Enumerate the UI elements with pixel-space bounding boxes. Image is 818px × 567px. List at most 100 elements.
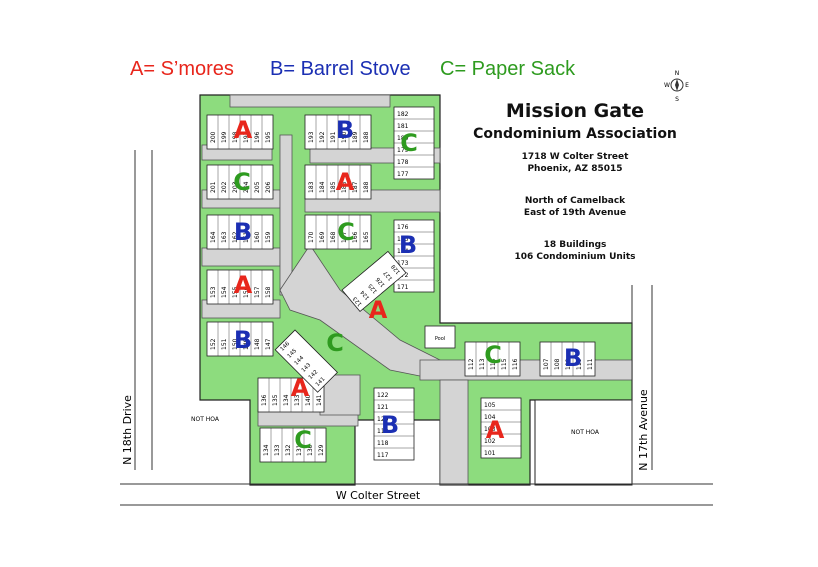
marker-c: C [484,341,502,369]
unit-number: 171 [397,284,409,291]
marker-b: B [381,411,399,439]
compass-e: E [685,82,689,89]
unit-number: 164 [210,231,217,243]
unit-number: 184 [319,181,326,193]
road-segment [419,359,633,381]
marker-b: B [564,344,582,372]
marker-a: A [234,271,253,299]
location-line-1: North of Camelback [524,196,626,206]
map-subtitle: Condominium Association [473,126,677,142]
street-lines [120,150,713,506]
unit-number: 165 [363,231,370,243]
unit-number: 188 [363,181,370,193]
unit-number: 153 [210,286,217,298]
unit-number: 152 [210,338,217,350]
unit-number: 133 [294,394,301,406]
marker-b: B [234,326,252,354]
unit-number: 173 [397,260,409,267]
unit-number: 147 [265,338,272,350]
unit-number: 186 [341,181,348,193]
address-line-2: Phoenix, AZ 85015 [527,164,623,174]
unit-number: 136 [261,394,268,406]
unit-number: 109 [565,358,572,370]
unit-number: 167 [341,231,348,243]
unit-number: 197 [243,131,250,143]
unit-number: 187 [352,181,359,193]
unit-number: 128 [390,263,402,275]
marker-a: A [369,296,388,324]
unit-number: 150 [232,338,239,350]
unit-number: 107 [543,358,550,370]
unit-count: 106 Condominium Units [514,252,636,262]
map-title: Mission Gate [505,100,645,122]
unit-number: 183 [308,181,315,193]
unit-number: 124 [360,288,372,300]
unit-number: 118 [377,440,389,447]
unit-number: 188 [363,131,370,143]
street-label-18th: N 18th Drive [121,395,134,465]
unit-number: 141 [316,394,323,406]
unit-number: 190 [341,131,348,143]
compass-w: W [664,82,670,89]
marker-a: A [336,168,355,196]
not-hoa-parcel-right [534,399,633,486]
unit-number: 181 [397,123,409,130]
unit-number: 149 [243,338,250,350]
building-count: 18 Buildings [543,240,607,250]
unit-number: 198 [232,131,239,143]
legend-b: B= Barrel Stove [270,58,411,80]
unit-number: 189 [352,131,359,143]
unit-number: 123 [352,295,364,307]
unit-number: 154 [221,286,228,298]
unit-number: 134 [283,394,290,406]
unit-number: 131 [296,444,303,456]
unit-number: 177 [397,171,409,178]
unit-number: 129 [318,444,325,456]
not-hoa-label-left: NOT HOA [191,416,220,423]
unit-number: 179 [397,147,409,154]
marker-b: B [336,116,354,144]
not-hoa-label-right: NOT HOA [571,429,600,436]
unit-number: 168 [330,231,337,243]
marker-a: A [234,116,253,144]
marker-a: A [486,416,505,444]
unit-number: 140 [305,394,312,406]
unit-number: 121 [377,404,389,411]
street-label-colter: W Colter Street [336,489,421,502]
unit-number: 203 [232,181,239,193]
unit-number: 158 [265,286,272,298]
unit-number: 206 [265,181,272,193]
unit-number: 163 [221,231,228,243]
unit-number: 157 [254,286,261,298]
unit-number: 176 [397,224,409,231]
unit-number: 169 [319,231,326,243]
road-segment [279,134,293,296]
address-line-1: 1718 W Colter Street [521,152,629,162]
unit-number: 192 [319,131,326,143]
unit-number: 202 [221,181,228,193]
unit-number: 185 [330,181,337,193]
marker-c: C [294,426,312,454]
unit-number: 161 [243,231,250,243]
unit-number: 115 [501,358,508,370]
marker-c: C [337,218,355,246]
road-segment [229,94,391,108]
unit-number: 151 [221,338,228,350]
unit-number: 156 [243,286,250,298]
unit-number: 117 [377,452,389,459]
unit-number: 111 [587,358,594,370]
unit-number: 114 [490,358,497,370]
